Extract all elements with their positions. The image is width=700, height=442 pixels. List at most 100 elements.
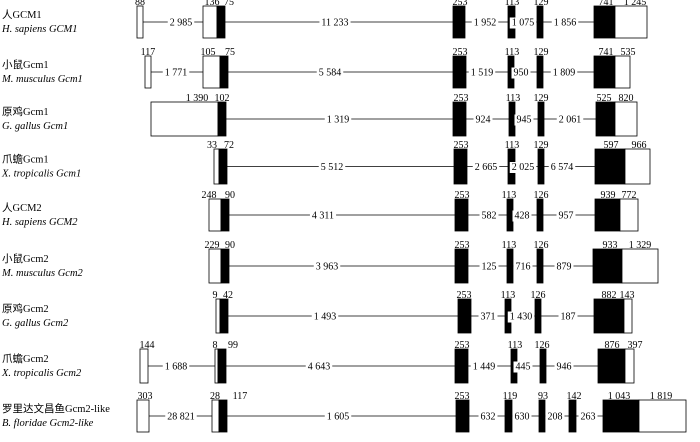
intron-length-label: 1 856 [554, 18, 577, 29]
intron-length-label: 1 688 [165, 362, 188, 373]
intron-label-background [162, 67, 190, 79]
species-label: H. sapiens GCM2 [1, 217, 78, 228]
coding-exon-box [220, 198, 230, 232]
coding-exon-box [594, 148, 626, 185]
gene-name-label: 小鼠Gcm1 [2, 58, 49, 71]
gene-name-label: 人GCM2 [2, 202, 42, 214]
intron-label-background [511, 67, 531, 79]
coding-exon-box [593, 5, 616, 39]
utr-exon-box [213, 148, 220, 185]
exon-length-label: 253 [453, 0, 468, 8]
exon-length-label: 143 [620, 290, 635, 301]
intron-length-label: 950 [514, 68, 529, 79]
gene-name-label: 原鸡Gcm1 [2, 105, 49, 118]
utr-exon-box [139, 348, 149, 384]
exon-length-label: 42 [223, 290, 233, 301]
intron-label-background [548, 162, 576, 173]
exon-length-label: 1 819 [650, 391, 673, 402]
intron-label-background [550, 67, 578, 79]
species-label: H. sapiens GCM1 [1, 24, 78, 35]
exon-length-label: 129 [534, 47, 549, 58]
utr-exon-box [614, 101, 638, 137]
intron-label-background [318, 162, 346, 173]
species-label: M. musculus Gcm1 [1, 74, 83, 85]
coding-exon-box [453, 148, 468, 185]
intron-length-label: 630 [515, 412, 530, 423]
exon-length-label: 597 [604, 140, 619, 151]
intron-length-label: 1 319 [327, 115, 350, 126]
intron-length-label: 1 605 [327, 412, 350, 423]
exon-length-label: 144 [140, 340, 155, 351]
intron-label-background [558, 311, 578, 323]
coding-exon-box [454, 348, 469, 384]
exon-length-label: 229 [205, 240, 220, 251]
coding-exon-box [452, 101, 467, 137]
intron-length-label: 4 643 [308, 362, 331, 373]
intron-label-background [509, 162, 537, 173]
intron-length-label: 1 449 [473, 362, 496, 373]
intron-label-background [479, 210, 499, 222]
exon-length-label: 126 [534, 190, 549, 201]
exon-length-label: 33 [207, 140, 217, 151]
intron-length-label: 6 574 [551, 162, 574, 173]
coding-exon-box [595, 101, 616, 137]
intron-label-background [509, 17, 537, 29]
exon-length-label: 535 [621, 47, 636, 58]
coding-exon-box [220, 248, 230, 284]
exon-length-label: 1 245 [624, 0, 647, 8]
exon-length-label: 72 [224, 140, 234, 151]
coding-exon-box [592, 248, 623, 284]
utr-exon-box [624, 348, 635, 384]
exon-length-label: 397 [628, 340, 643, 351]
coding-exon-box [504, 399, 513, 433]
coding-exon-box [219, 55, 229, 89]
coding-exon-box [593, 298, 625, 334]
species-label: G. gallus Gcm1 [2, 121, 68, 132]
exon-length-label: 129 [534, 0, 549, 8]
utr-exon-box [136, 399, 150, 433]
intron-length-label: 28 821 [167, 412, 195, 423]
intron-length-label: 1 075 [512, 18, 535, 29]
intron-length-label: 957 [559, 211, 574, 222]
exon-length-label: 105 [201, 47, 216, 58]
exon-length-label: 253 [454, 140, 469, 151]
intron-length-label: 1 430 [510, 312, 533, 323]
intron-length-label: 5 512 [321, 162, 344, 173]
intron-length-label: 946 [557, 362, 572, 373]
utr-exon-box [150, 101, 219, 137]
utr-exon-box [136, 5, 144, 39]
exon-length-label: 113 [508, 340, 523, 351]
intron-label-background [319, 17, 351, 29]
intron-length-label: 263 [581, 412, 596, 423]
exon-length-label: 253 [455, 391, 470, 402]
intron-length-label: 879 [557, 262, 572, 273]
intron-label-background [162, 361, 190, 373]
species-label: X. tropicalis Gcm1 [1, 169, 81, 180]
intron-label-background [470, 361, 498, 373]
gene-name-label: 罗里达文昌鱼Gcm2-like [2, 402, 110, 415]
exon-length-label: 525 [597, 93, 612, 104]
exon-length-label: 113 [505, 47, 520, 58]
intron-label-background [313, 261, 341, 273]
intron-label-background [479, 261, 499, 273]
intron-label-background [551, 17, 579, 29]
intron-label-background [554, 261, 574, 273]
utr-exon-box [202, 5, 218, 39]
exon-length-label: 8 [213, 340, 218, 351]
exon-length-label: 1 329 [629, 240, 652, 251]
exon-length-label: 93 [538, 391, 548, 402]
coding-exon-box [457, 298, 472, 334]
exon-length-label: 9 [213, 290, 218, 301]
intron-label-background [478, 411, 498, 423]
exon-length-label: 253 [455, 240, 470, 251]
coding-exon-box [506, 248, 514, 284]
intron-length-label: 632 [481, 412, 496, 423]
exon-length-label: 126 [531, 290, 546, 301]
exon-length-label: 117 [141, 47, 156, 58]
